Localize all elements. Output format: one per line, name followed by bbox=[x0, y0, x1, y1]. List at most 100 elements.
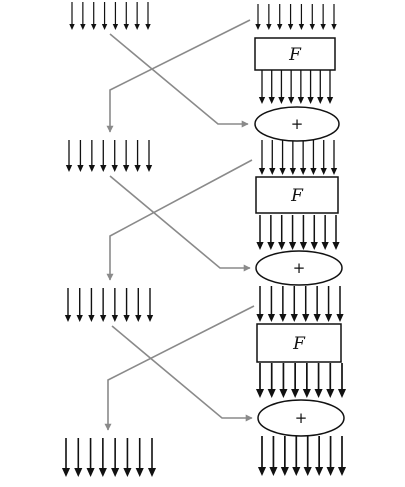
wire-arrowhead bbox=[88, 315, 95, 322]
wire-arrowhead bbox=[291, 389, 300, 398]
wire-arrowhead bbox=[279, 389, 288, 398]
wire-arrowhead bbox=[77, 165, 84, 172]
wire-arrowhead bbox=[314, 389, 323, 398]
wire-arrowhead bbox=[269, 467, 278, 476]
wire-arrowhead bbox=[111, 468, 120, 477]
wire-arrowhead bbox=[317, 97, 324, 104]
wire-arrowhead bbox=[257, 467, 267, 476]
wire-arrowhead bbox=[76, 315, 83, 322]
wire-arrowhead bbox=[135, 468, 144, 477]
wire-arrowhead bbox=[267, 314, 276, 322]
wire-arrowhead bbox=[111, 315, 119, 322]
xor-symbol: + bbox=[295, 409, 308, 427]
left-wire-bundle-2 bbox=[65, 140, 153, 172]
wire-arrowhead bbox=[147, 468, 157, 477]
wire-arrowhead bbox=[134, 165, 141, 172]
right-wire-bundle-f2-out bbox=[256, 215, 340, 250]
wire-arrowhead bbox=[302, 314, 310, 322]
wire-arrowhead bbox=[326, 389, 335, 398]
wire-arrowhead bbox=[98, 468, 107, 477]
wire-arrowhead bbox=[289, 168, 297, 175]
xor-adder-2: + bbox=[255, 250, 343, 286]
round-function-label: F bbox=[288, 45, 302, 65]
wire-arrowhead bbox=[326, 467, 335, 476]
wire-arrowhead bbox=[123, 24, 129, 30]
wire-arrowhead bbox=[310, 242, 318, 250]
wire-arrowhead bbox=[258, 97, 266, 104]
wire-arrowhead bbox=[324, 314, 333, 322]
wire-arrowhead bbox=[69, 24, 75, 30]
wire-arrowhead bbox=[278, 242, 286, 250]
wire-arrowhead bbox=[337, 389, 347, 398]
wire-arrowhead bbox=[330, 168, 338, 175]
wire-arrowhead bbox=[100, 165, 107, 172]
wire-arrowhead bbox=[123, 315, 130, 322]
wire-arrowhead bbox=[299, 168, 307, 175]
wire-arrowhead bbox=[288, 242, 297, 250]
xor-adder-1: + bbox=[254, 106, 340, 142]
right-wire-bundle-round1 bbox=[258, 140, 338, 175]
wire-arrowhead bbox=[279, 314, 287, 322]
wire-arrowhead bbox=[146, 315, 154, 322]
wire-arrowhead bbox=[135, 315, 142, 322]
wire-arrowhead bbox=[111, 165, 118, 172]
wire-arrowhead bbox=[331, 24, 337, 30]
wire-arrowhead bbox=[145, 165, 153, 172]
wire-arrowhead bbox=[320, 24, 326, 30]
wire-arrowhead bbox=[313, 314, 321, 322]
wire-arrowhead bbox=[269, 168, 276, 175]
wire-arrowhead bbox=[303, 467, 312, 476]
wire-arrowhead bbox=[145, 24, 151, 30]
wire-arrowhead bbox=[88, 165, 96, 172]
right-to-left-flow-2 bbox=[106, 159, 253, 281]
wire-arrowhead bbox=[256, 242, 264, 250]
round-function-box-1: F bbox=[254, 37, 336, 71]
wire-arrowhead bbox=[61, 468, 71, 477]
wire-arrowhead bbox=[258, 168, 266, 175]
wire-arrowhead bbox=[280, 467, 289, 476]
left-to-adder-flow-2 bbox=[109, 175, 251, 272]
wire-arrowhead bbox=[256, 314, 264, 322]
wire-arrowhead bbox=[255, 24, 261, 30]
right-to-left-flow-1 bbox=[106, 19, 251, 133]
right-wire-bundle-output bbox=[257, 436, 347, 476]
right-wire-bundle-input bbox=[255, 4, 337, 30]
wire-arrowhead bbox=[65, 165, 73, 172]
wire-arrowhead bbox=[122, 165, 130, 172]
wire-arrowhead bbox=[91, 24, 97, 30]
wire-arrowhead bbox=[74, 468, 83, 477]
right-to-left-flow-3 bbox=[104, 305, 255, 431]
wire-arrowhead bbox=[279, 168, 286, 175]
wire-arrowhead bbox=[320, 168, 327, 175]
wire-arrowhead bbox=[101, 24, 108, 30]
wire-arrowhead bbox=[99, 315, 107, 322]
wire-arrowhead bbox=[309, 24, 315, 30]
left-wire-bundle-4 bbox=[61, 438, 157, 477]
wire-arrowhead bbox=[268, 97, 275, 104]
wire-arrowhead bbox=[290, 314, 298, 322]
wire-arrowhead bbox=[112, 24, 119, 30]
wire-arrowhead bbox=[266, 24, 272, 30]
left-wire-bundle-1 bbox=[69, 2, 151, 30]
left-wire-bundle-3 bbox=[64, 288, 154, 322]
wire-arrowhead bbox=[255, 389, 265, 398]
wire-arrowhead bbox=[287, 24, 294, 30]
wire-arrowhead bbox=[298, 24, 305, 30]
wire-arrowhead bbox=[86, 468, 95, 477]
wire-arrowhead bbox=[310, 168, 317, 175]
right-wire-bundle-round2 bbox=[256, 286, 344, 322]
wire-arrowhead bbox=[134, 24, 140, 30]
wire-arrowhead bbox=[299, 242, 308, 250]
xor-symbol: + bbox=[291, 115, 304, 133]
wire-arrowhead bbox=[123, 468, 132, 477]
wire-arrowhead bbox=[278, 97, 285, 104]
left-to-adder-flow-1 bbox=[109, 33, 249, 128]
wire-arrowhead bbox=[297, 97, 305, 104]
round-function-box-3: F bbox=[256, 323, 342, 363]
wire-arrowhead bbox=[337, 467, 347, 476]
xor-adder-3: + bbox=[257, 399, 345, 437]
wire-arrowhead bbox=[64, 315, 72, 322]
wire-arrowhead bbox=[321, 242, 329, 250]
right-wire-bundle-f3-out bbox=[255, 363, 347, 398]
